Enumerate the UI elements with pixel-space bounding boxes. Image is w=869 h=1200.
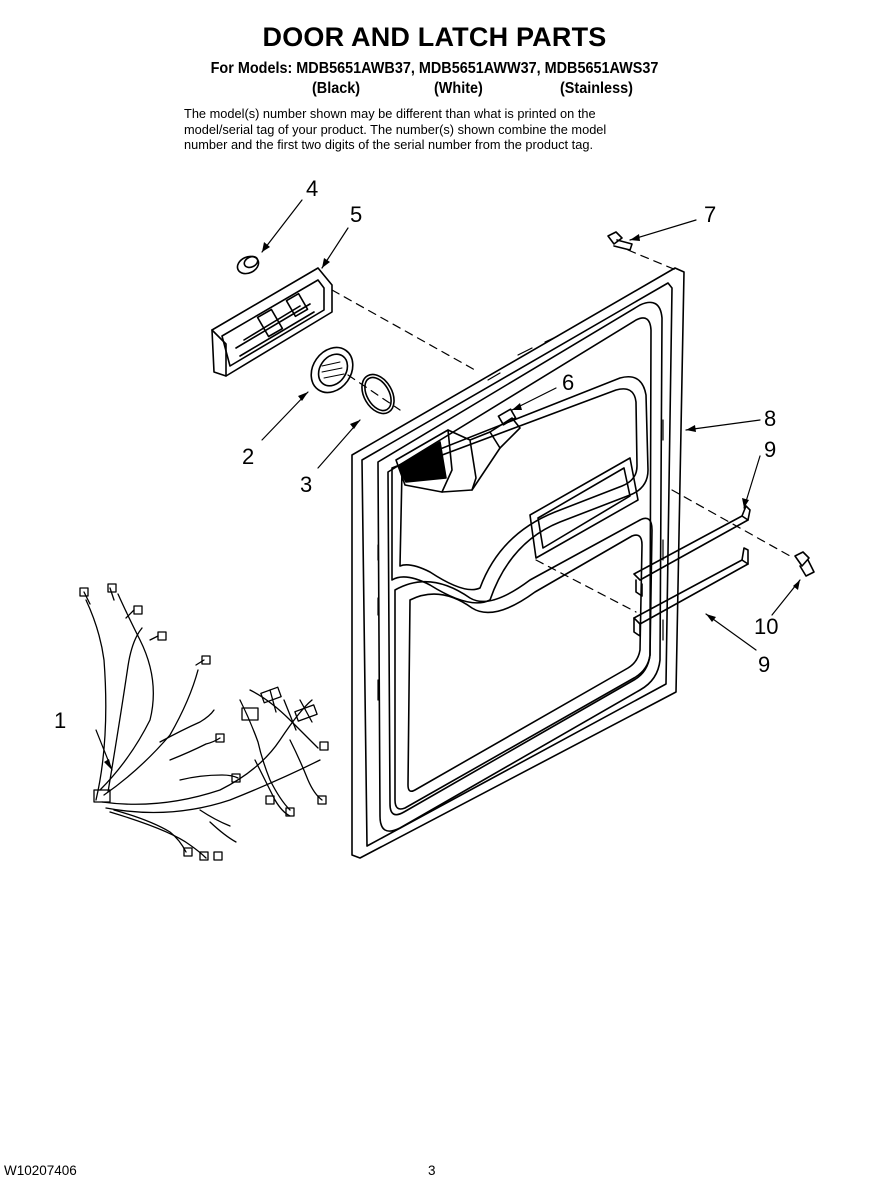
variant-black: (Black) [312, 80, 361, 97]
note-line: model/serial tag of your product. The nu… [184, 121, 607, 137]
page-title: DOOR AND LATCH PARTS [262, 22, 607, 52]
vent-cover [310, 346, 354, 394]
knob [236, 255, 260, 275]
model-numbers: For Models: MDB5651AWB37, MDB5651AWW37, … [210, 60, 659, 77]
callout-1: 1 [54, 708, 66, 733]
callout-6: 6 [562, 370, 574, 395]
callout-5: 5 [350, 202, 362, 227]
note-line: number and the first two digits of the s… [184, 137, 593, 152]
model-note: The model(s) number shown may be differe… [184, 106, 704, 153]
page-number: 3 [428, 1163, 436, 1178]
wire-harness [79, 583, 329, 861]
explode-lines [331, 249, 791, 613]
inner-door-panel [351, 267, 685, 859]
callout-8: 8 [764, 406, 776, 431]
screw-upper [607, 231, 633, 251]
callout-2: 2 [242, 444, 254, 469]
callout-4: 4 [306, 176, 318, 201]
door-strip-upper [633, 505, 751, 597]
variant-stainless: (Stainless) [560, 80, 633, 97]
gasket-ring [361, 373, 395, 415]
callout-9: 9 [758, 652, 770, 677]
detergent-dispenser [395, 408, 521, 493]
callout-7: 7 [704, 202, 716, 227]
note-line: The model(s) number shown may be differe… [184, 106, 596, 121]
door-strip-lower [633, 547, 749, 637]
variant-white: (White) [434, 80, 483, 97]
callout-10: 10 [754, 614, 778, 639]
screw-lower [794, 551, 815, 577]
callout-3: 3 [300, 472, 312, 497]
leader-lines [95, 199, 801, 771]
leader-arrowheads [104, 234, 800, 770]
control-module [211, 267, 333, 377]
callout-9: 9 [764, 437, 776, 462]
document-number: W10207406 [4, 1163, 77, 1178]
